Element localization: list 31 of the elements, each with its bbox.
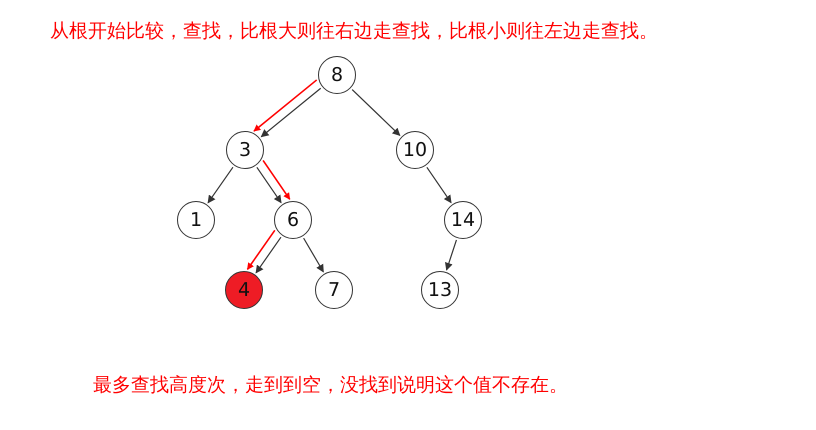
arrow <box>303 238 324 273</box>
arrow <box>256 236 282 274</box>
node-value: 13 <box>428 279 452 301</box>
arrow <box>260 88 322 138</box>
arrow <box>253 79 318 132</box>
arrow <box>426 166 452 204</box>
tree-node <box>444 201 482 239</box>
tree-node <box>274 201 312 239</box>
arrow <box>445 240 458 271</box>
node-value: 14 <box>450 209 476 231</box>
title: 从根开始比较，查找，比根大则往右边走查找，比根小则往左边走查找。 <box>50 19 658 44</box>
node-value: 3 <box>238 139 252 161</box>
caption: 最多查找高度次，走到到空，没找到说明这个值不存在。 <box>93 373 568 398</box>
node-value: 1 <box>190 209 202 231</box>
tree-node <box>421 271 459 309</box>
arrow <box>352 89 400 136</box>
arrow <box>256 166 282 204</box>
highlighted-tree-node <box>225 271 263 309</box>
node-value: 6 <box>286 209 300 231</box>
arrow <box>262 160 290 200</box>
node-value: 4 <box>238 279 250 301</box>
arrow <box>208 166 234 204</box>
tree-node <box>177 201 215 239</box>
node-value: 7 <box>328 279 340 301</box>
arrow <box>246 230 276 270</box>
tree-node <box>396 131 434 169</box>
tree-node <box>315 271 353 309</box>
node-value: 10 <box>402 139 428 161</box>
tree-node <box>226 131 264 169</box>
tree-node <box>318 56 356 94</box>
node-value: 8 <box>330 64 344 86</box>
